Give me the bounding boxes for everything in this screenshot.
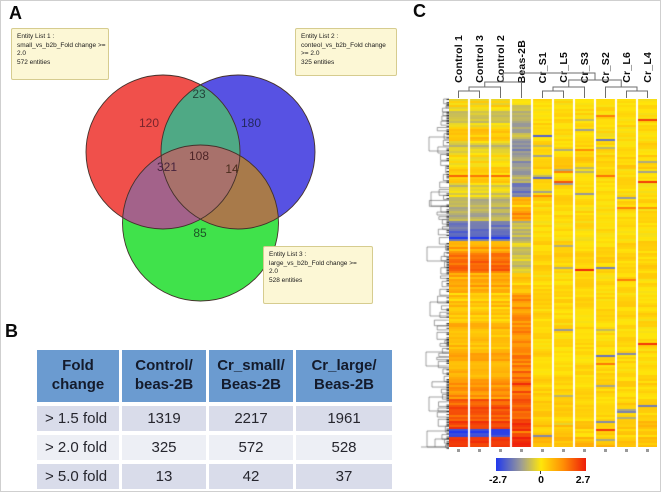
column-dendrogram: [458, 72, 648, 98]
venn-count-list1-only: 120: [139, 116, 159, 130]
col-header-cr-small: Cr_small/ Beas-2B: [209, 350, 293, 402]
entity-list3-line: 528 entities: [269, 276, 303, 284]
colorbar-min-label: -2.7: [488, 474, 508, 486]
entity-list2-line: 325 entities: [301, 58, 335, 66]
entity-list2-line: conteol_vs_b2b_Fold change: [301, 41, 386, 49]
entity-list1-line: Entity List 1 :: [17, 33, 55, 40]
heatmap-column-tick: [562, 449, 565, 452]
colorbar-zero-tick: [540, 471, 541, 474]
cell-value: 325: [122, 435, 206, 460]
heatmap-column-tick: [604, 449, 607, 452]
entity-list1-box: Entity List 1 : small_vs_b2b_Fold change…: [11, 28, 109, 80]
heatmap-column-tick: [478, 449, 481, 452]
venn-outline-2: [160, 74, 316, 230]
table-row: > 2.0 fold 325 572 528: [37, 435, 392, 460]
panel-a-label: A: [9, 3, 22, 23]
colorbar-mid-label: 0: [538, 474, 544, 486]
col-header-fold-change: Fold change: [37, 350, 119, 402]
venn-count-list3-only: 85: [193, 226, 207, 240]
entity-list1-line: small_vs_b2b_Fold change >=: [17, 41, 106, 49]
entity-list2-line: Entity List 2 :: [301, 33, 339, 40]
table-header-row: Fold change Control/ beas-2B Cr_small/ B…: [37, 350, 392, 402]
entity-list3-line: 2.0: [269, 268, 279, 276]
heatmap-column-tick: [520, 449, 523, 452]
heatmap-column-tick: [625, 449, 628, 452]
entity-list1-line: 572 entities: [17, 58, 51, 66]
col-header-cr-large: Cr_large/ Beas-2B: [296, 350, 392, 402]
entity-list2-line: >= 2.0: [301, 50, 320, 58]
cell-value: 528: [296, 435, 392, 460]
entity-list2-box: Entity List 2 : conteol_vs_b2b_Fold chan…: [295, 28, 397, 76]
heatmap-column-tick: [583, 449, 586, 452]
cell-value: 1961: [296, 406, 392, 431]
heatmap-column-tick: [499, 449, 502, 452]
venn-count-list1-list2: 23: [192, 87, 206, 101]
panel-c-label: C: [413, 1, 426, 21]
col-header-control: Control/ beas-2B: [122, 350, 206, 402]
heatmap: [449, 99, 657, 447]
row-label: > 1.5 fold: [37, 406, 119, 431]
venn-outline-1: [85, 74, 241, 230]
table-row: > 1.5 fold 1319 2217 1961: [37, 406, 392, 431]
colorbar-gradient: [496, 458, 586, 471]
cell-value: 2217: [209, 406, 293, 431]
venn-outline-3: [122, 144, 279, 302]
venn-count-list2-list3: 14: [225, 162, 239, 176]
venn-count-list1-list3: 321: [157, 160, 177, 174]
heatmap-column-tick: [541, 449, 544, 452]
entity-list3-line: large_vs_b2b_Fold change >=: [269, 259, 357, 267]
cell-value: 37: [296, 464, 392, 489]
venn-count-all-three: 108: [189, 149, 209, 163]
entity-list3-line: Entity List 3 :: [269, 251, 307, 258]
heatmap-column-tick: [457, 449, 460, 452]
cell-value: 1319: [122, 406, 206, 431]
fold-change-table: Fold change Control/ beas-2B Cr_small/ B…: [34, 346, 395, 491]
row-dendrogram: [419, 97, 449, 451]
row-label: > 5.0 fold: [37, 464, 119, 489]
cell-value: 42: [209, 464, 293, 489]
heatmap-column-tick: [646, 449, 649, 452]
entity-list3-box: Entity List 3 : large_vs_b2b_Fold change…: [263, 246, 373, 304]
venn-count-list2-only: 180: [241, 116, 261, 130]
cell-value: 572: [209, 435, 293, 460]
cell-value: 13: [122, 464, 206, 489]
panel-b-label: B: [5, 321, 18, 341]
colorbar-max-label: 2.7: [575, 474, 591, 486]
entity-list1-line: 2.0: [17, 50, 27, 58]
venn-diagram: 120 180 23 321 14 108 85: [85, 74, 316, 302]
table-row: > 5.0 fold 13 42 37: [37, 464, 392, 489]
row-label: > 2.0 fold: [37, 435, 119, 460]
